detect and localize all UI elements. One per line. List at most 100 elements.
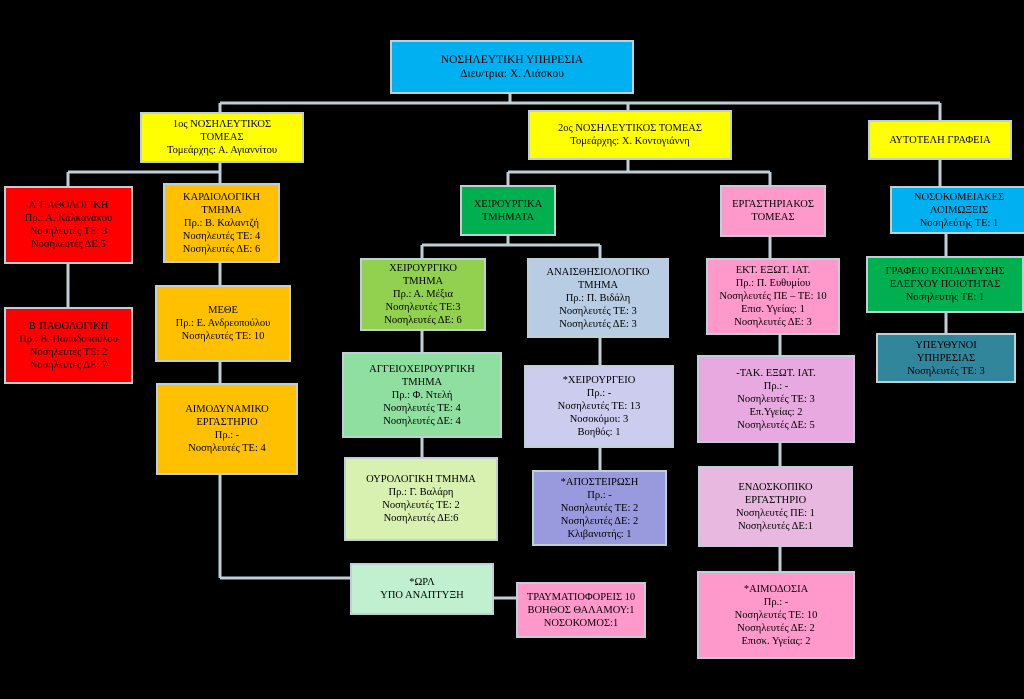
node-line: ΑΥΤΟΤΕΛΗ ΓΡΑΦΕΙΑ [889,134,991,146]
surgical-departments-node: ΧΕΙΡΟΥΡΓΙΚΑ ΤΜΗΜΑΤΑ [460,185,556,236]
node-line: ΤΡΑΥΜΑΤΙΟΦΟΡΕΙΣ 10 [526,591,636,603]
node-line: -ΤΑΚ. ΕΞΩΤ. ΙΑΤ. [736,367,816,379]
node-line: Νοσηλεύτής ΤΕ: 1 [919,217,999,229]
node-line: Νοσηλευτές ΤΕ: 4 [188,443,266,454]
node-line: Νοσηλευτές ΔΕ:5 [31,239,106,250]
node-line: ΝΟΣΗΛΕΥΤΙΚΗ ΥΠΗΡΕΣΙΑ [440,54,584,66]
anaesthesiology-node: ΑΝΑΙΣΘΗΣΙΟΛΟΓΙΚΟ ΤΜΗΜΑ Πρ.: Π. Βιδάλη Νο… [527,258,669,338]
node-line: Α΄ΠΑΘΟΛΟΓΙΚΗ [28,200,109,211]
node-line: ΤΟΜΕΑΣ [200,132,244,143]
node-line: Νοσηλευτής ΤΕ: 1 [905,292,985,303]
node-line: *ΑΠΟΣΤΕΙΡΩΣΗ [560,476,639,488]
node-line: Νοσηλευτές ΔΕ: 6 [384,315,462,326]
sector2-node: 2ος ΝΟΣΗΛΕΥΤΙΚΟΣ ΤΟΜΕΑΣ Τομεάρχης: Χ. Κο… [528,110,732,160]
node-line: Νοσηλευτές ΤΕ: 4 [182,230,261,242]
node-line: Νοσηλευτές ΤΕ: 3 [29,226,108,237]
node-line: ΕΡΓΑΣΤΗΡΙΑΚΟΣ [732,199,814,210]
node-line: Νοσηλευτές ΔΕ: 7 [29,359,108,371]
node-line: ΤΜΗΜΑΤΑ [481,211,535,223]
node-line: Νοσηλευτές ΤΕ: 10 [181,331,265,342]
node-line: Επισκ. Υγείας: 2 [741,635,811,647]
node-line: Επ.Υγείας: 2 [749,406,803,418]
node-line: ΤΜΗΜΑ [402,276,444,287]
independent-offices-node: ΑΥΤΟΤΕΛΗ ΓΡΑΦΕΙΑ [868,120,1012,160]
node-line: Πρ.: Γ. Βαλάρη [388,487,454,498]
endoscopy-lab-node: ΕΝΔΟΣΚΟΠΙΚΟ ΕΡΓΑΣΤΗΡΙΟ Νοσηλευτές ΠΕ: 1 … [698,466,853,547]
node-line: Νοσηλευτές ΤΕ: 2 [382,500,460,511]
node-line: Νοσηλευτές ΤΕ: 3 [907,365,985,377]
node-line: ΓΡΑΦΕΙΟ ΕΚΠΑΙΔΕΥΣΗΣ [885,266,1005,277]
node-line: Πρ.: Ε. Ανδρεοπούλου [175,318,271,329]
haemodynamic-lab-node: ΑΙΜΟΔΥΝΑΜΙΚΟ ΕΡΓΑΣΤΗΡΙΟ Πρ.: - Νοσηλευτέ… [156,383,298,475]
node-line: ΤΜΗΜΑ [577,279,619,291]
node-line: Νοσηλευτές ΤΕ: 3 [737,393,815,405]
node-line: ΕΡΓΑΣΤΗΡΙΟ [196,417,258,428]
node-line: Νοσοκόμοι: 3 [569,414,629,425]
node-line: ΝΟΣΟΚΟΜΟΣ:1 [543,617,619,629]
operating-room-node: *ΧΕΙΡΟΥΡΓΕΙΟ Πρ.: - Νοσηλευτές ΤΕ: 13 Νο… [524,365,674,448]
node-line: Πρ.: Α. Καλκανάκου [24,213,113,224]
node-line: Νοσηλευτές ΔΕ: 3 [734,317,812,328]
node-line: ΤΜΗΜΑ [401,376,443,388]
node-line: Πρ.: Π. Βιδάλη [565,292,631,304]
quality-office-node: ΓΡΑΦΕΙΟ ΕΚΠΑΙΔΕΥΣΗΣ ΕΛΕΓΧΟΥ ΠΟΙΟΤΗΤΑΣ Νο… [866,256,1024,313]
node-line: Β΄ΠΑΘΟΛΟΓΙΚΗ [28,320,109,332]
node-line: Πρ.: - [214,430,240,441]
b-pathology-node: Β΄ΠΑΘΟΛΟΓΙΚΗ Πρ.: Β. Παπαδοπούλου Νοσηλε… [4,307,133,384]
sterilization-node: *ΑΠΟΣΤΕΙΡΩΣΗ Πρ.: - Νοσηλευτές ΤΕ: 2 Νοσ… [532,470,667,546]
node-line: Νοσηλευτές ΠΕ – ΤΕ: 10 [719,291,827,302]
node-line: ΥΠΟ ΑΝΑΠΤΥΞΗ [380,590,464,601]
node-line: Πρ.: Α. Μέξια [393,289,453,300]
node-line: Νοσηλευτές ΤΕ:3 [385,302,461,313]
node-line: Νοσηλευτές ΤΕ: 2 [29,346,108,358]
node-line: ΑΝΑΙΣΘΗΣΙΟΛΟΓΙΚΟ [546,266,650,278]
blood-bank-node: *ΑΙΜΟΔΟΣΙΑ Πρ.: - Νοσηλευτές ΤΕ: 10 Νοση… [697,571,855,659]
sector1-node: 1ος ΝΟΣΗΛΕΥΤΙΚΟΣ ΤΟΜΕΑΣ Τομεάρχης: Α. Αγ… [140,112,304,163]
service-responsibles-node: ΥΠΕΥΘΥΝΟΙ ΥΠΗΡΕΣΙΑΣ Νοσηλευτές ΤΕ: 3 [876,333,1016,383]
node-line: Πρ.: Φ. Ντελή [391,389,453,401]
urology-node: ΟΥΡΟΛΟΓΙΚΗ ΤΜΗΜΑ Πρ.: Γ. Βαλάρη Νοσηλευτ… [344,457,498,541]
node-line: Νοσηλευτές ΔΕ: 5 [737,419,815,431]
node-line: Νοσηλευτές ΤΕ: 2 [560,502,639,514]
node-line: Νοσηλευτές ΤΕ: 4 [383,402,461,414]
node-line: ΧΕΙΡΟΥΡΓΙΚΟ [389,263,457,274]
hospital-infections-node: ΝΟΣΟΚΟΜΕΙΑΚΕΣ ΛΟΙΜΩΞΕΙΣ Νοσηλεύτής ΤΕ: 1 [890,186,1024,234]
a-pathology-node: Α΄ΠΑΘΟΛΟΓΙΚΗ Πρ.: Α. Καλκανάκου Νοσηλευτ… [4,186,133,264]
node-line: Πρ.: - [587,489,612,501]
one-day-node: *ΩΡΛ ΥΠΟ ΑΝΑΠΤΥΞΗ [350,563,494,615]
node-line: Νοσηλευτές ΔΕ:1 [738,520,813,532]
surgical-node: ΧΕΙΡΟΥΡΓΙΚΟ ΤΜΗΜΑ Πρ.: Α. Μέξια Νοσηλευτ… [360,258,486,331]
node-line: Νοσηλευτές ΤΕ: 13 [557,401,641,412]
icu-node: ΜΕΘΕ Πρ.: Ε. Ανδρεοπούλου Νοσηλευτές ΤΕ:… [155,285,291,362]
node-line: Πρ.: Π. Ευθυμίου [735,278,811,289]
node-line: Τομεάρχης: Α. Αγιαννίτου [166,145,278,156]
node-line: Νοσηλευτές ΔΕ:6 [383,513,459,524]
node-line: ΕΡΓΑΣΤΗΡΙΟ [744,494,807,506]
node-line: *ΩΡΛ [409,577,435,588]
node-line: Τομεάρχης: Χ. Κοντογιάννη [570,136,690,147]
nursing-service-node: ΝΟΣΗΛΕΥΤΙΚΗ ΥΠΗΡΕΣΙΑ Διευ/τρια: Χ. Λιάσκ… [390,40,634,94]
node-line: ΧΕΙΡΟΥΡΓΙΚΑ [473,198,543,210]
node-line: Πρ.: - [586,388,612,399]
node-line: ΤΜΗΜΑ [201,204,242,216]
node-line: Νοσηλευτές ΔΕ: 3 [559,318,637,330]
node-line: ΑΙΜΟΔΥΝΑΜΙΚΟ [185,404,269,415]
node-line: ΤΟΜΕΑΣ [751,212,795,223]
porters-node: ΤΡΑΥΜΑΤΙΟΦΟΡΕΙΣ 10 ΒΟΗΘΟΣ ΘΑΛΑΜΟΥ:1 ΝΟΣΟ… [516,582,646,638]
node-line: *ΧΕΙΡΟΥΡΓΕΙΟ [562,375,636,386]
outpatient-node: ΕΚΤ. ΕΞΩΤ. ΙΑΤ. Πρ.: Π. Ευθυμίου Νοσηλευ… [706,258,840,335]
node-line: ΜΕΘΕ [208,305,238,316]
node-line: ΚΑΡΔΙΟΛΟΓΙΚΗ [182,191,260,203]
node-line: Νοσηλευτές ΤΕ: 10 [734,609,818,621]
node-line: Πρ.: Β. Παπαδοπούλου [19,333,118,345]
node-line: Κλιβανιστής: 1 [567,528,632,540]
cardiology-node: ΚΑΡΔΙΟΛΟΓΙΚΗ ΤΜΗΜΑ Πρ.: Β. Καλαντζή Νοση… [163,183,280,263]
node-line: Επισ. Υγείας: 1 [741,304,805,315]
node-line: ΒΟΗΘΟΣ ΘΑΛΑΜΟΥ:1 [527,604,635,616]
node-line: ΥΠΕΥΘΥΝΟΙ [915,339,977,351]
node-line: ΟΥΡΟΛΟΓΙΚΗ ΤΜΗΜΑ [366,474,476,485]
node-line: ΑΓΓΕΙΟΧΕΙΡΟΥΡΓΙΚΗ [369,363,475,375]
node-line: Βοηθός: 1 [577,427,621,438]
node-line: Νοσηλευτές ΠΕ: 1 [736,507,815,519]
